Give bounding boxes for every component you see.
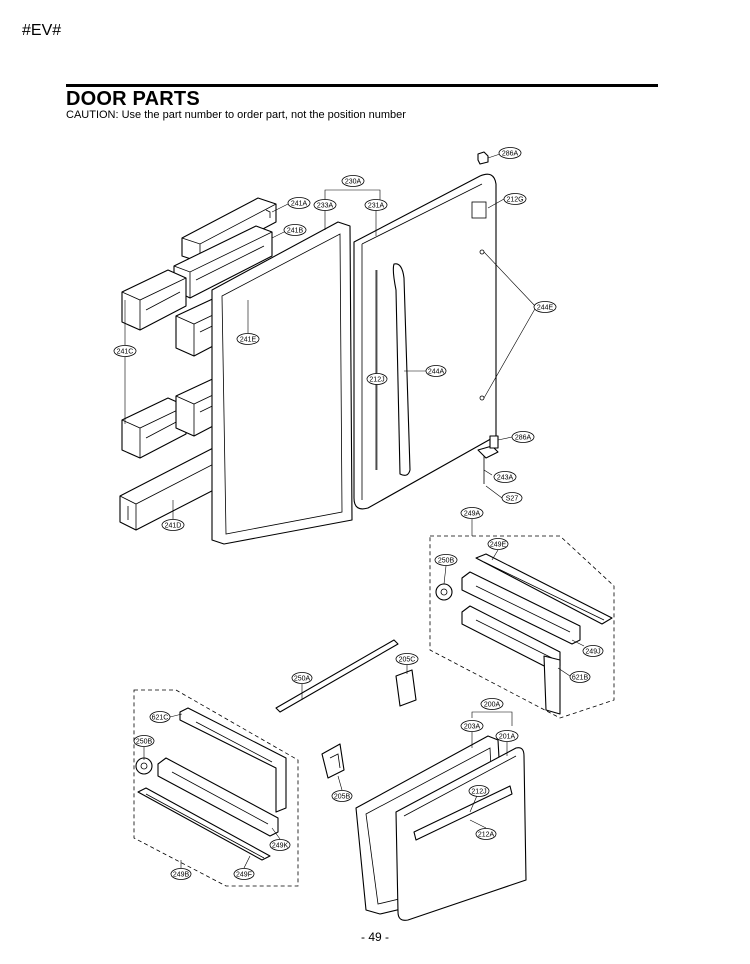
svg-text:241E: 241E (240, 337, 257, 344)
bracket-249J-upper (461, 571, 581, 645)
svg-text:230A: 230A (345, 179, 362, 186)
svg-text:249A: 249A (464, 511, 481, 518)
svg-text:250B: 250B (136, 739, 153, 746)
svg-text:621B: 621B (572, 675, 589, 682)
callout-249F: 249F (233, 868, 255, 880)
callout-244E: 244E (533, 301, 557, 313)
callout-249E: 249E (487, 538, 509, 550)
callout-200A: 200A (480, 698, 504, 710)
svg-text:621C: 621C (152, 715, 169, 722)
svg-text:201A: 201A (499, 734, 516, 741)
bracket-249K (157, 757, 279, 837)
callout-249K: 249K (269, 839, 291, 851)
svg-text:205C: 205C (399, 657, 416, 664)
freezer-door-201A (395, 747, 527, 921)
callout-286A-hinge: 286A (511, 431, 535, 443)
callout-212J-bottom: 212J (468, 785, 490, 797)
hinge-cap-286A (477, 151, 489, 165)
rail-249F (137, 787, 271, 861)
callout-212A: 212A (475, 828, 497, 840)
callout-230A: 230A (341, 175, 365, 187)
callout-231A: 231A (364, 199, 388, 211)
callout-205B: 205B (331, 790, 353, 802)
svg-text:203A: 203A (464, 724, 481, 731)
svg-text:241C: 241C (117, 349, 134, 356)
svg-text:200A: 200A (484, 702, 501, 709)
callout-241E: 241E (236, 333, 260, 345)
svg-text:244E: 244E (537, 305, 554, 312)
svg-text:249F: 249F (236, 872, 252, 879)
callout-241D: 241D (161, 519, 185, 531)
svg-text:249B: 249B (173, 872, 190, 879)
section-title: DOOR PARTS (66, 88, 200, 110)
refrigerator-door-231A (353, 173, 497, 510)
callout-201A: 201A (495, 730, 519, 742)
page-number: - 49 - (360, 930, 389, 944)
callout-S27: S27 (501, 492, 523, 504)
svg-text:244A: 244A (428, 369, 445, 376)
callout-203A: 203A (460, 720, 484, 732)
callout-286A-top: 286A (498, 147, 522, 159)
svg-text:212A: 212A (478, 832, 495, 839)
callout-243A: 243A (493, 471, 517, 483)
svg-text:241D: 241D (165, 523, 182, 530)
callout-205C: 205C (395, 653, 419, 665)
svg-text:249K: 249K (272, 843, 289, 850)
leader-lines (124, 153, 585, 869)
svg-text:205B: 205B (334, 794, 351, 801)
svg-text:249J: 249J (585, 649, 600, 656)
rail-249E (475, 553, 613, 625)
svg-text:241B: 241B (287, 228, 304, 235)
svg-text:286A: 286A (515, 435, 532, 442)
seal-strip-250A (275, 639, 399, 713)
svg-text:250A: 250A (294, 676, 311, 683)
header-rule (66, 84, 658, 87)
door-gasket-233A (211, 221, 353, 545)
svg-text:241A: 241A (291, 201, 308, 208)
callout-241B: 241B (283, 224, 307, 236)
gear-250B-left (135, 757, 153, 775)
svg-text:250B: 250B (438, 558, 455, 565)
bracket-621B (543, 655, 561, 715)
callout-212J-top: 212J (366, 373, 388, 385)
cover-205C (395, 669, 417, 707)
svg-text:249E: 249E (490, 542, 507, 549)
door-basket-241C-lower (121, 397, 187, 459)
document-id: #EV# (22, 22, 62, 39)
callout-249A: 249A (460, 507, 484, 519)
dashed-group-left (133, 689, 299, 887)
callout-250B-left: 250B (133, 735, 155, 747)
cover-205B (321, 743, 345, 779)
svg-text:S27: S27 (506, 496, 519, 503)
svg-text:231A: 231A (368, 203, 385, 210)
callout-249B: 249B (170, 868, 192, 880)
callout-233A: 233A (313, 199, 337, 211)
svg-text:233A: 233A (317, 203, 334, 210)
svg-text:243A: 243A (497, 475, 514, 482)
gear-250B-right (435, 583, 453, 601)
svg-text:212G: 212G (506, 197, 523, 204)
dashed-group-249A (429, 535, 615, 719)
callout-621C: 621C (149, 711, 171, 723)
callout-621B: 621B (569, 671, 591, 683)
svg-text:212J: 212J (471, 789, 486, 796)
callout-241C: 241C (113, 345, 137, 357)
callout-241A: 241A (287, 197, 311, 209)
callout-250A: 250A (291, 672, 313, 684)
callout-250B-right: 250B (434, 554, 458, 566)
callout-244A: 244A (425, 365, 447, 377)
caution-note: CAUTION: Use the part number to order pa… (66, 109, 406, 121)
svg-text:286A: 286A (502, 151, 519, 158)
callout-212G: 212G (503, 193, 527, 205)
bracket-621C (179, 707, 287, 813)
door-basket-241C-upper (121, 269, 187, 331)
callout-249J: 249J (582, 645, 604, 657)
svg-text:212J: 212J (369, 377, 384, 384)
